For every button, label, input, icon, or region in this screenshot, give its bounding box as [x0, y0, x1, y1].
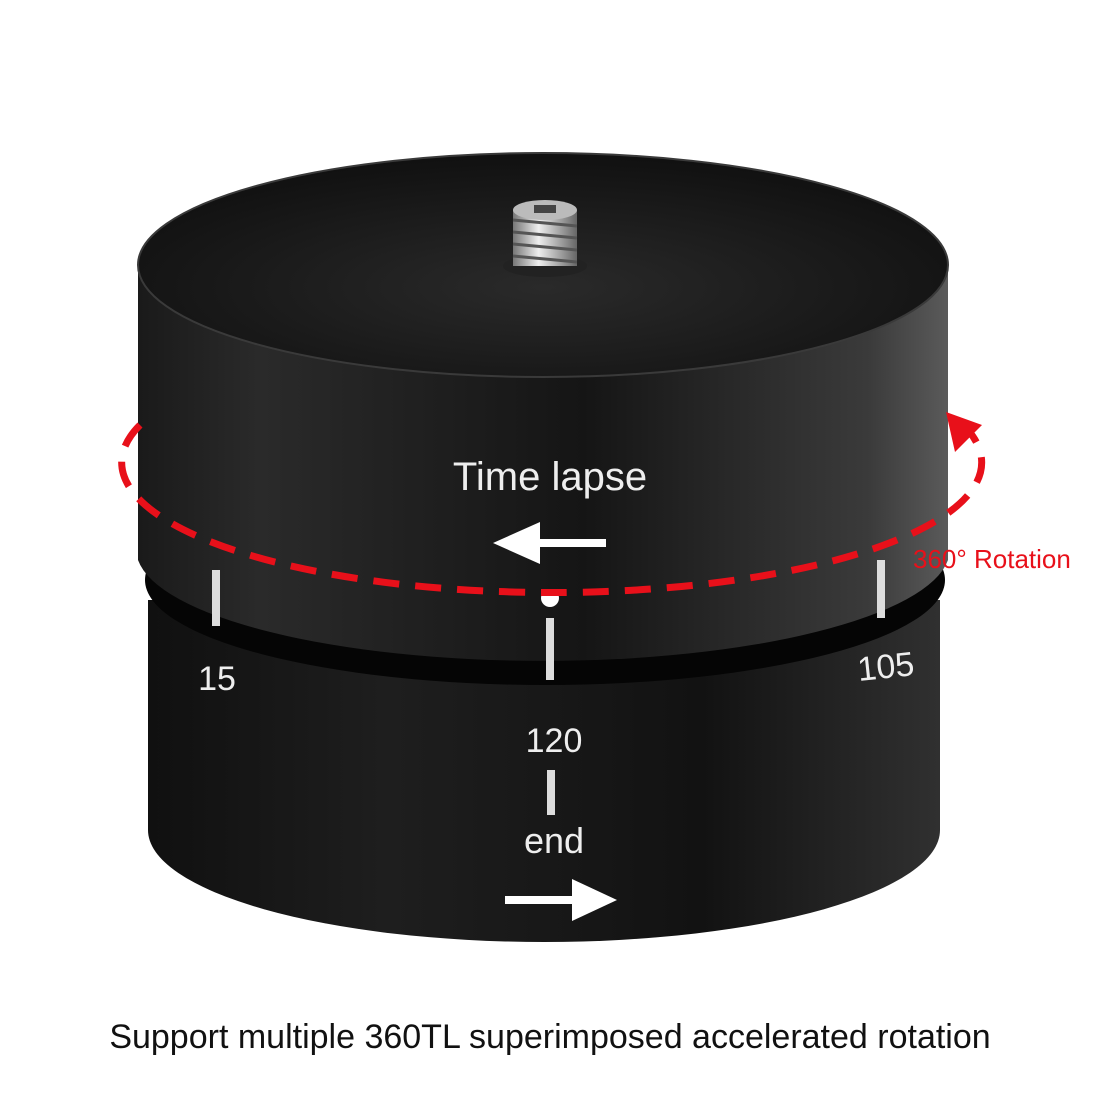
tick-120 [546, 618, 554, 680]
arrow-left-icon [493, 522, 606, 564]
end-label: end [524, 820, 584, 861]
tick-15 [212, 570, 220, 626]
rotation-path [118, 422, 986, 597]
mark-15: 15 [198, 660, 236, 698]
rotation-label: 360° Rotation [913, 544, 1071, 574]
upper-body [138, 265, 948, 661]
mounting-screw-icon [503, 200, 587, 277]
lower-ring [148, 600, 940, 942]
time-lapse-label: Time lapse [453, 455, 647, 499]
arrow-right-icon [505, 879, 617, 921]
end-tick [547, 770, 555, 815]
mark-105: 105 [856, 645, 916, 689]
rotation-arrowhead-icon [946, 412, 982, 452]
mark-120: 120 [526, 722, 583, 760]
tick-105 [877, 560, 885, 618]
caption: Support multiple 360TL superimposed acce… [109, 1018, 990, 1056]
